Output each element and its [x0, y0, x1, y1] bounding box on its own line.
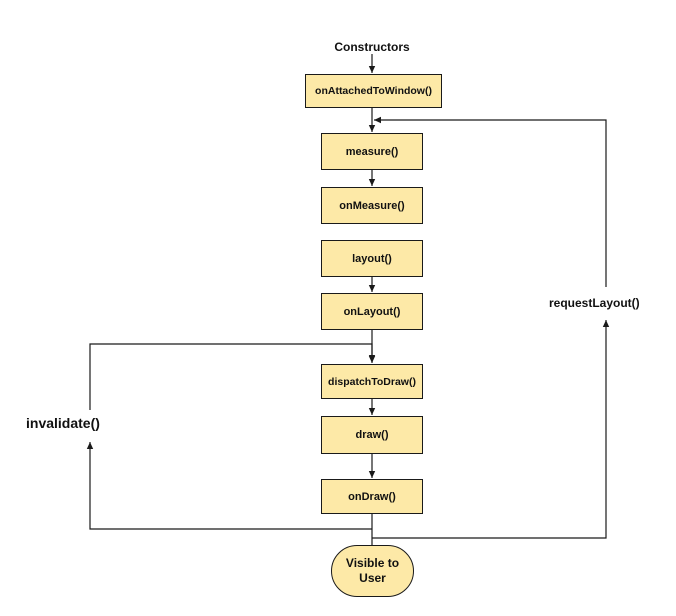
- node-dispatch-to-draw: dispatchToDraw(): [321, 364, 423, 399]
- node-on-attached-to-window: onAttachedToWindow(): [305, 74, 442, 108]
- node-on-measure: onMeasure(): [321, 187, 423, 224]
- node-measure: measure(): [321, 133, 423, 170]
- node-visible-to-user: Visible to User: [331, 545, 414, 597]
- node-layout: layout(): [321, 240, 423, 277]
- node-on-draw: onDraw(): [321, 479, 423, 514]
- visible-to-user-line1: Visible to: [345, 556, 400, 570]
- request-layout-loop-line: [372, 320, 610, 539]
- visible-to-user-line2: User: [359, 571, 386, 585]
- request-layout-label: requestLayout(): [549, 296, 640, 310]
- node-on-layout: onLayout(): [321, 293, 423, 330]
- constructors-label: Constructors: [334, 40, 410, 54]
- invalidate-loop-line: [86, 442, 372, 530]
- node-draw: draw(): [321, 416, 423, 454]
- request-layout-return-line: [374, 116, 607, 287]
- invalidate-return-line: [89, 343, 376, 410]
- invalidate-label: invalidate(): [26, 415, 100, 431]
